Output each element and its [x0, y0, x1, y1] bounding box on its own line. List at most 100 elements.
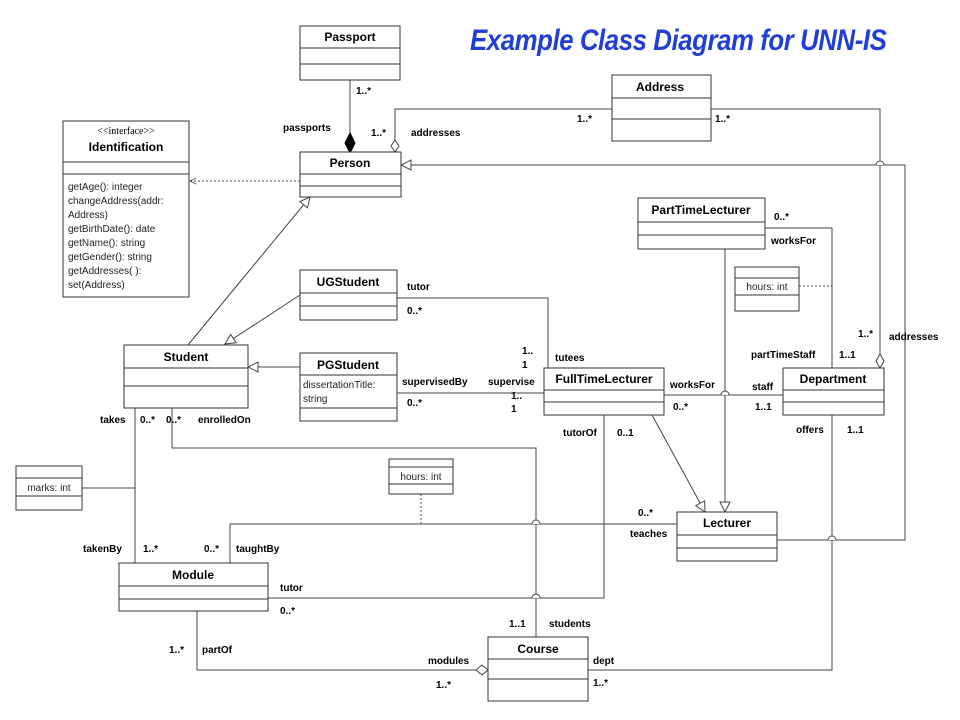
class-name: Module — [172, 568, 214, 582]
class-name: Course — [517, 642, 559, 656]
interface-identification[interactable]: <<interface>> Identification getAge(): i… — [62, 120, 190, 298]
role-label: staff — [752, 382, 774, 393]
operation: changeAddress(addr: — [68, 196, 164, 207]
class-name: Address — [636, 80, 684, 94]
multiplicity-label: 1..1 — [839, 350, 856, 361]
aggregation-diamond — [475, 664, 489, 676]
multiplicity-label: 1 — [522, 360, 528, 371]
tutor-association — [397, 297, 549, 368]
role-label: supervisedBy — [402, 377, 468, 388]
class-name: Identification — [89, 140, 164, 154]
class-name: PartTimeLecturer — [651, 203, 750, 217]
lecturer-module-association — [229, 523, 677, 563]
operation: getBirthDate(): date — [68, 224, 156, 235]
class-department[interactable]: Department — [782, 367, 885, 416]
class-pgstudent[interactable]: PGStudent dissertationTitle: string — [299, 352, 398, 422]
class-name: Department — [800, 372, 867, 386]
class-lecturer[interactable]: Lecturer — [676, 511, 778, 562]
role-label: offers — [796, 425, 824, 436]
class-parttimelecturer[interactable]: PartTimeLecturer — [637, 197, 766, 250]
association-class-marks[interactable]: marks: int — [15, 465, 83, 511]
address-department-association — [711, 108, 881, 354]
role-label: addresses — [411, 128, 461, 139]
class-name: Person — [330, 156, 371, 170]
aggregation-diamond — [390, 139, 400, 153]
multiplicity-label: 1..* — [593, 678, 608, 689]
multiplicity-label: 1..* — [371, 128, 386, 139]
aggregation-diamond — [875, 352, 885, 370]
role-label: worksFor — [669, 380, 715, 391]
attribute: hours: int — [746, 282, 787, 293]
operation: getAge(): integer — [68, 182, 143, 193]
role-label: dept — [593, 656, 615, 667]
class-module[interactable]: Module — [118, 562, 269, 612]
multiplicity-label: 0..* — [140, 415, 155, 426]
attribute: string — [303, 394, 327, 405]
class-name: Student — [164, 350, 209, 364]
class-name: Lecturer — [703, 516, 751, 530]
multiplicity-label: 0..* — [204, 544, 219, 555]
role-label: addresses — [889, 332, 939, 343]
multiplicity-label: 1..1 — [847, 425, 864, 436]
multiplicity-label: 1..1 — [509, 619, 526, 630]
fulltime-lecturer-generalization — [651, 414, 705, 512]
multiplicity-label: 0..* — [280, 606, 295, 617]
student-person-generalization — [187, 197, 310, 346]
class-student[interactable]: Student — [123, 344, 249, 409]
operation: getGender(): string — [68, 252, 152, 263]
multiplicity-label: 1.. — [522, 346, 533, 357]
multiplicity-label: 1 — [511, 404, 517, 415]
class-person[interactable]: Person — [299, 151, 402, 198]
multiplicity-label: 0..* — [638, 508, 653, 519]
role-label: partTimeStaff — [751, 350, 816, 361]
operation: getName(): string — [68, 238, 145, 249]
role-label: supervise — [488, 377, 535, 388]
operation: getAddresses( ): — [68, 266, 141, 277]
class-ugstudent[interactable]: UGStudent — [299, 269, 398, 321]
ugstudent-student-generalization — [225, 294, 301, 344]
class-address[interactable]: Address — [611, 74, 712, 142]
parttime-department-association — [765, 227, 833, 368]
multiplicity-label: 0..* — [166, 415, 181, 426]
role-label: takes — [100, 415, 126, 426]
multiplicity-label: 0..* — [407, 306, 422, 317]
attribute: marks: int — [27, 483, 71, 494]
diagram-title: Example Class Diagram for UNN-IS — [470, 24, 887, 57]
composition-diamond — [344, 131, 356, 155]
class-name: FullTimeLecturer — [555, 372, 652, 386]
attribute: dissertationTitle: — [303, 380, 375, 391]
multiplicity-label: 0..* — [673, 402, 688, 413]
multiplicity-label: 1..* — [356, 86, 371, 97]
multiplicity-label: 1..* — [169, 645, 184, 656]
operation: set(Address) — [68, 280, 125, 291]
student-course-association — [171, 408, 537, 637]
class-name: PGStudent — [317, 358, 379, 372]
multiplicity-label: 0..1 — [617, 428, 634, 439]
role-label: passports — [283, 123, 331, 134]
multiplicity-label: 1.. — [511, 391, 522, 402]
class-fulltimelecturer[interactable]: FullTimeLecturer — [543, 367, 665, 416]
multiplicity-label: 1..* — [143, 544, 158, 555]
role-label: teaches — [630, 529, 668, 540]
module-course-association — [196, 611, 476, 671]
multiplicity-label: 1..* — [436, 680, 451, 691]
multiplicity-label: 1..* — [858, 329, 873, 340]
multiplicity-label: 1..* — [577, 114, 592, 125]
multiplicity-label: 1..1 — [755, 402, 772, 413]
role-label: tutor — [280, 583, 303, 594]
role-label: students — [549, 619, 591, 630]
role-label: tutorOf — [563, 428, 598, 439]
association-class-hours-teaching[interactable]: hours: int — [388, 458, 454, 495]
association-class-hours-parttime[interactable]: hours: int — [734, 266, 800, 312]
role-label: taughtBy — [236, 544, 280, 555]
role-label: enrolledOn — [198, 415, 251, 426]
department-course-association — [588, 415, 833, 671]
class-course[interactable]: Course — [487, 636, 589, 702]
class-passport[interactable]: Passport — [299, 25, 401, 81]
role-label: tutees — [555, 353, 585, 364]
multiplicity-label: 1..* — [715, 114, 730, 125]
stereotype-label: <<interface>> — [97, 126, 155, 137]
lecturer-person-generalization — [401, 165, 906, 541]
multiplicity-label: 0..* — [774, 212, 789, 223]
